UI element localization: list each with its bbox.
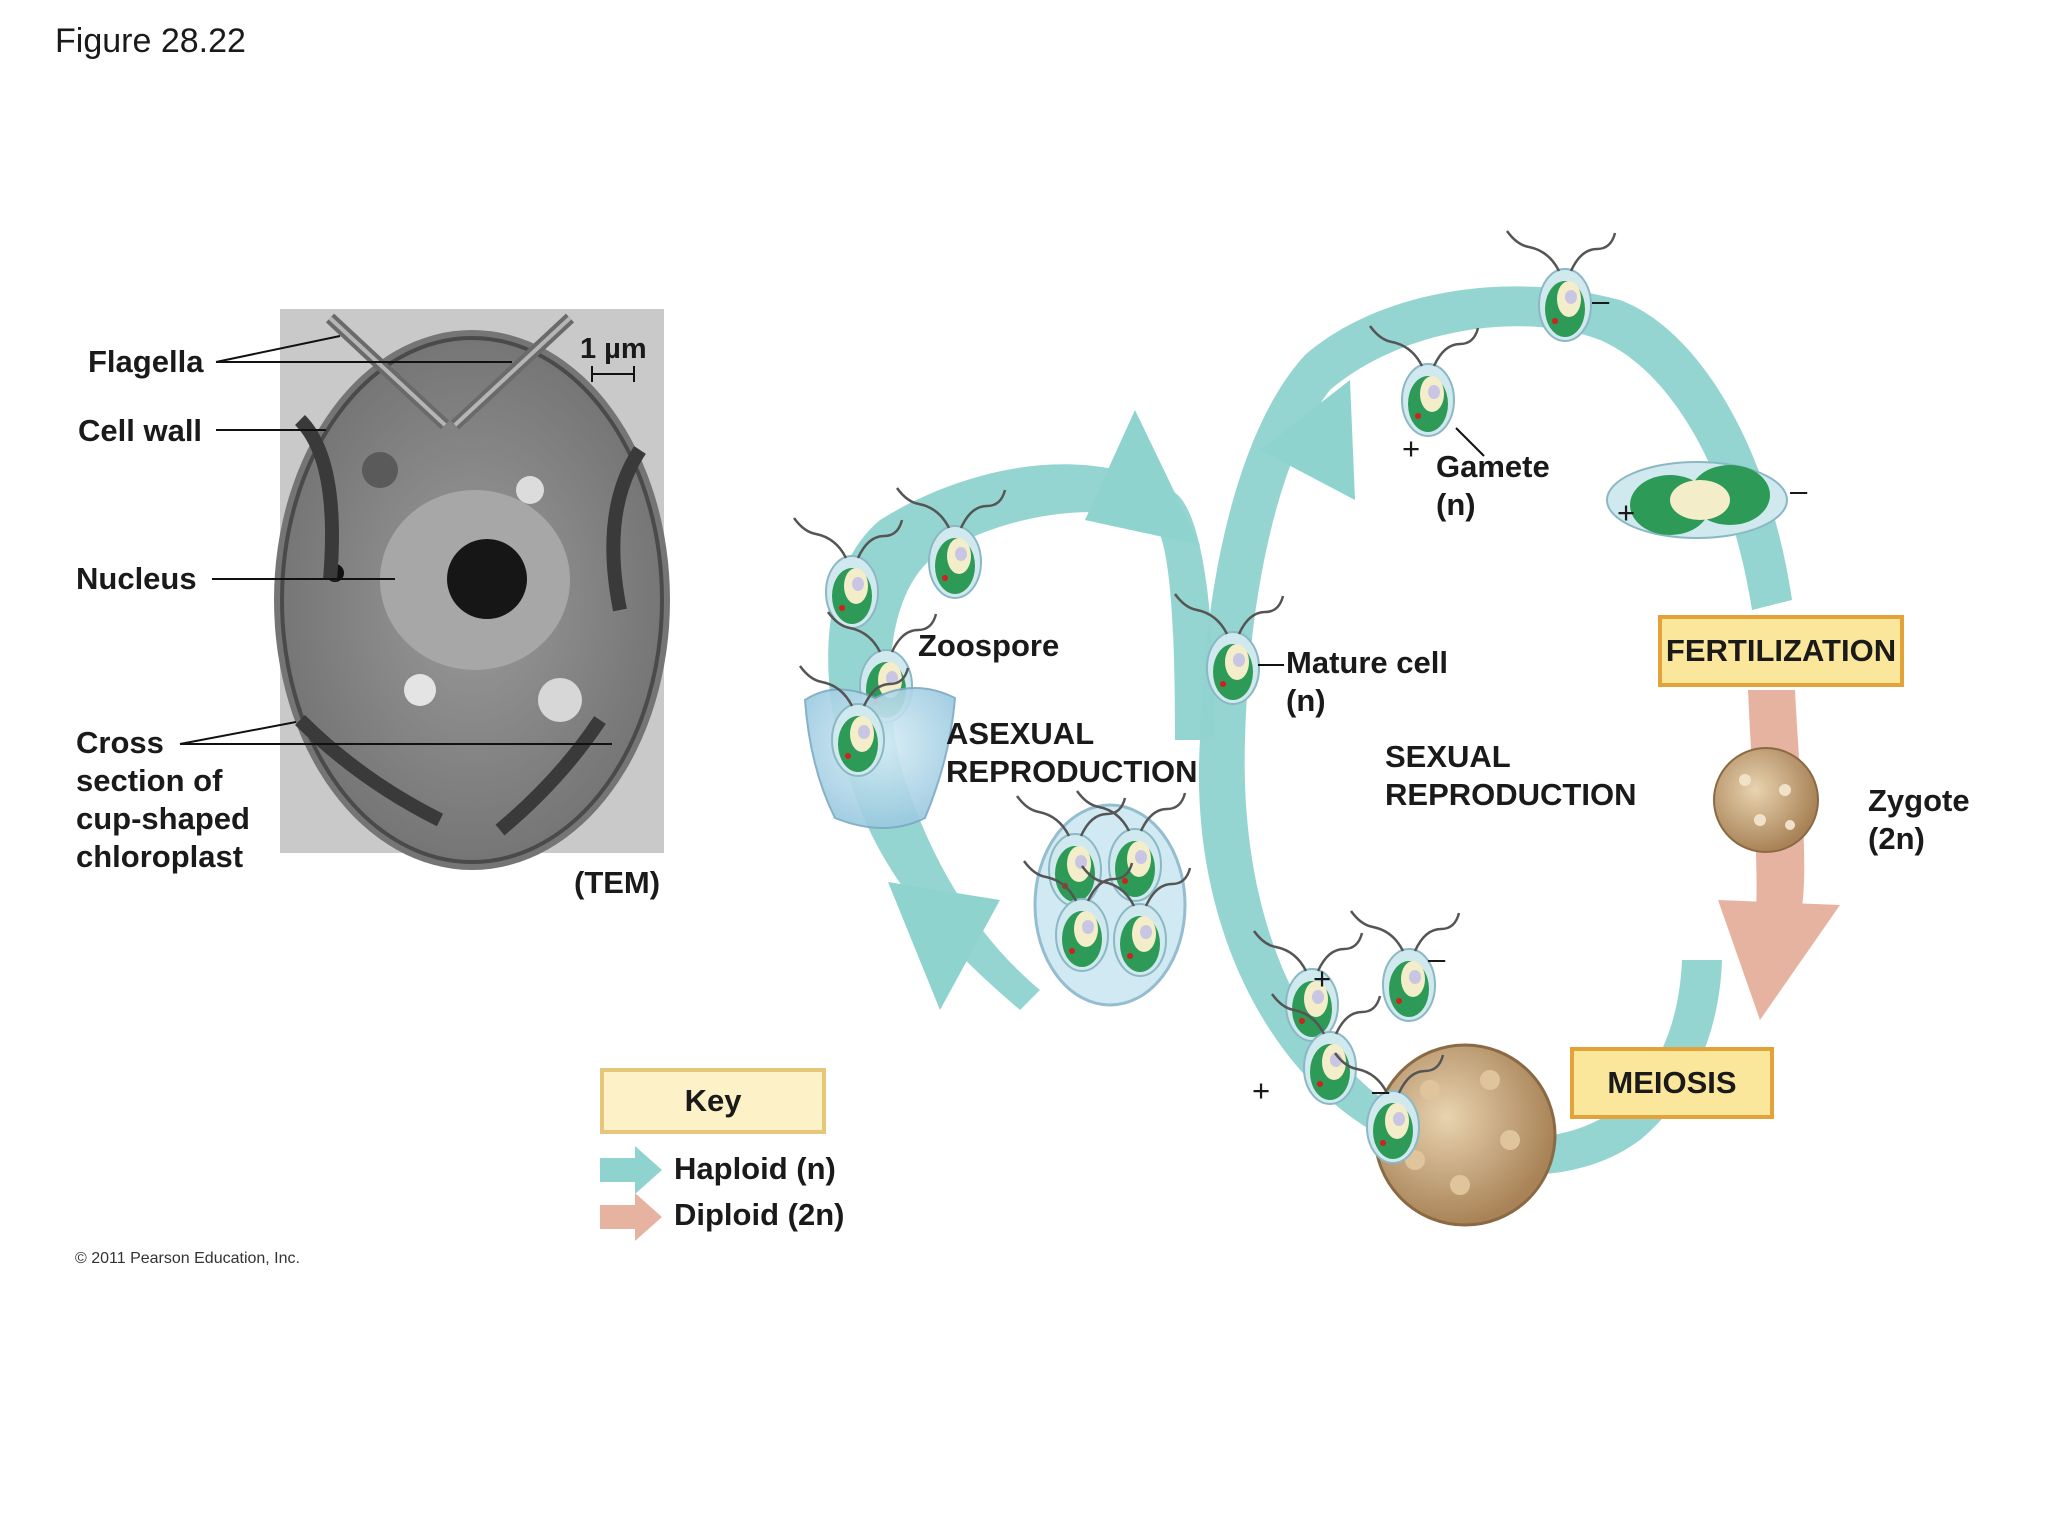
label-gamete-ploidy: (n) (1436, 487, 1476, 522)
label-cell-wall: Cell wall (78, 413, 203, 448)
plus-sign-meiosis-1: + (1313, 961, 1332, 996)
label-chloroplast-4: chloroplast (76, 839, 244, 874)
plus-sign-gamete: + (1402, 431, 1421, 466)
label-zygote: Zygote (1868, 783, 1970, 818)
key-haploid-label: Haploid (n) (674, 1151, 836, 1186)
label-tem: (TEM) (574, 865, 661, 900)
label-sexual-2: REPRODUCTION (1385, 777, 1637, 812)
sporangium-cluster (1015, 789, 1192, 1007)
label-asexual-2: REPRODUCTION (946, 754, 1198, 789)
minus-sign-fusion: – (1790, 473, 1808, 508)
label-zygote-ploidy: (2n) (1868, 821, 1925, 856)
key-haploid-swatch (600, 1146, 662, 1194)
label-asexual-1: ASEXUAL (946, 716, 1095, 751)
meiosis-box: MEIOSIS (1570, 1047, 1774, 1119)
zygote-cell (1713, 747, 1819, 853)
diploid-arrow (1718, 690, 1840, 1020)
sporangium-cup (798, 664, 957, 829)
key-diploid-label: Diploid (2n) (674, 1197, 845, 1232)
label-gamete: Gamete (1436, 449, 1550, 484)
label-mature-cell-ploidy: (n) (1286, 683, 1326, 718)
label-mature-cell: Mature cell (1286, 645, 1448, 680)
minus-sign-meiosis-2: – (1372, 1073, 1390, 1108)
fusing-gametes (1606, 461, 1788, 539)
label-chloroplast-3: cup-shaped (76, 801, 250, 836)
figure-title: Figure 28.22 (55, 22, 246, 60)
label-chloroplast-1: Cross (76, 725, 164, 760)
key-box: Key (600, 1068, 826, 1134)
tem-micrograph (179, 309, 670, 870)
label-zoospore: Zoospore (918, 628, 1060, 663)
plus-sign-fusion: + (1617, 495, 1636, 530)
copyright: © 2011 Pearson Education, Inc. (75, 1250, 300, 1267)
scale-bar-label: 1 µm (580, 333, 647, 365)
mature-cell (1173, 592, 1285, 706)
label-sexual-1: SEXUAL (1385, 739, 1511, 774)
haploid-cycle-arrows (828, 286, 1792, 1175)
label-flagella: Flagella (88, 344, 204, 379)
minus-sign-meiosis-1: – (1428, 941, 1446, 976)
fertilization-box: FERTILIZATION (1658, 615, 1904, 687)
minus-sign-gamete: – (1592, 283, 1610, 318)
key-diploid-swatch (600, 1193, 662, 1241)
meiosis-zygote (1373, 1043, 1557, 1227)
label-nucleus: Nucleus (76, 561, 197, 596)
gamete-cells (1368, 229, 1617, 457)
plus-sign-meiosis-2: + (1252, 1073, 1271, 1108)
label-chloroplast-2: section of (76, 763, 223, 798)
